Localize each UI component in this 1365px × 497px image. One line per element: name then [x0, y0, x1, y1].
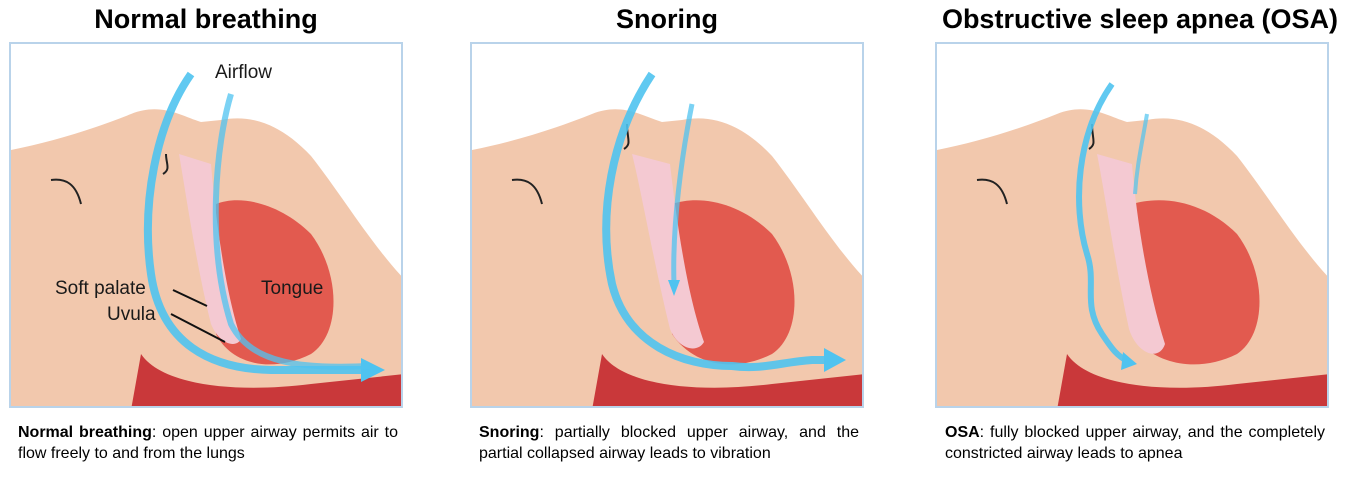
airway-illustration-snoring [472, 44, 864, 408]
caption-text: : fully blocked upper airway, and the co… [945, 424, 1325, 462]
caption-term: OSA [945, 424, 980, 441]
caption-osa: OSA: fully blocked upper airway, and the… [945, 422, 1325, 464]
diagram-osa [935, 42, 1329, 408]
diagram-snoring [470, 42, 864, 408]
caption-term: Snoring [479, 424, 539, 441]
caption-snoring: Snoring: partially blocked upper airway,… [479, 422, 859, 464]
caption-normal-breathing: Normal breathing: open upper airway perm… [18, 422, 398, 464]
uvula-label: Uvula [107, 304, 156, 326]
soft-palate-label: Soft palate [55, 278, 146, 300]
panel-title-snoring: Snoring [470, 4, 864, 35]
caption-term: Normal breathing [18, 424, 152, 441]
airway-illustration-osa [937, 44, 1329, 408]
panel-title-osa: Obstructive sleep apnea (OSA) [920, 4, 1360, 35]
airflow-label: Airflow [215, 62, 272, 84]
tongue-label: Tongue [261, 278, 323, 300]
airway-illustration-normal [11, 44, 403, 408]
diagram-normal-breathing: Airflow Soft palate Uvula Tongue [9, 42, 403, 408]
panel-title-normal: Normal breathing [9, 4, 403, 35]
